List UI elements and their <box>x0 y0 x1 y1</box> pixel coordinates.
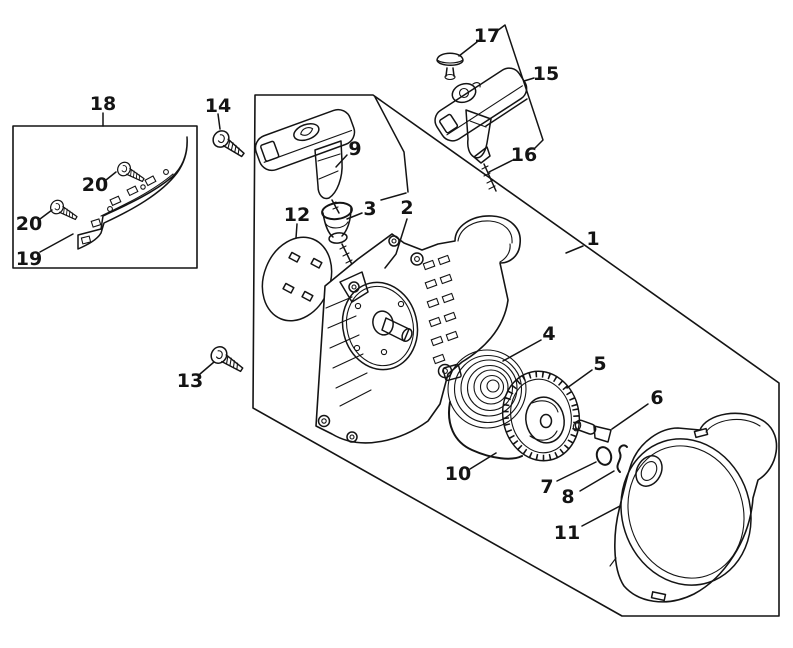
part-2-fan-housing <box>315 215 521 444</box>
callout-18: 18 <box>90 93 116 115</box>
part-7-washer <box>595 446 613 466</box>
leader-2 <box>384 218 408 269</box>
leader-3 <box>346 212 363 220</box>
part-19-curved-bracket <box>77 136 188 250</box>
leader-4 <box>502 339 542 362</box>
leader-10 <box>469 452 497 470</box>
part-5-rope-rotor <box>501 370 581 462</box>
leader-15 <box>485 98 528 127</box>
callout-4: 4 <box>542 323 555 345</box>
leader-14 <box>217 113 221 130</box>
callout-2: 2 <box>400 197 413 219</box>
callout-19: 19 <box>16 248 42 270</box>
callout-14: 14 <box>205 95 231 117</box>
part-17-cap <box>436 52 464 81</box>
leader-7 <box>556 461 597 482</box>
leader-2-bracket <box>374 96 409 193</box>
callout-8: 8 <box>561 486 574 508</box>
leader-1 <box>565 245 584 254</box>
leader-11 <box>581 505 621 527</box>
screw-14 <box>209 126 249 163</box>
callout-15: 15 <box>533 63 559 85</box>
callout-20-lower: 20 <box>16 213 42 235</box>
callout-1: 1 <box>586 228 599 250</box>
part-8-spring-clip <box>616 444 628 473</box>
part-15-handle-assembly <box>434 52 528 192</box>
callout-numbers: 1 2 3 4 5 6 7 8 9 10 11 12 13 14 15 16 1… <box>16 25 664 544</box>
callout-9: 9 <box>348 138 361 160</box>
part-9-starter-handle <box>254 108 356 200</box>
leader-20-upper <box>105 171 117 181</box>
callout-20-upper: 20 <box>82 174 108 196</box>
leader-9 <box>335 154 348 168</box>
leader-3-tick <box>380 192 407 201</box>
leader-15-bracket <box>496 24 544 149</box>
part-3-rope-bushing <box>321 201 353 244</box>
callout-11: 11 <box>554 522 580 544</box>
part-16-rope <box>481 163 497 192</box>
leader-8 <box>579 470 615 492</box>
part-11-cover <box>609 412 778 603</box>
leader-17 <box>458 41 478 57</box>
leader-6 <box>611 403 649 430</box>
callout-13: 13 <box>177 370 203 392</box>
callout-10: 10 <box>445 463 471 485</box>
part-18-inset-box <box>12 125 198 269</box>
screw-13 <box>207 343 248 378</box>
leader-lines <box>39 24 649 527</box>
leader-13 <box>199 361 215 375</box>
part-10-spring-end <box>448 401 523 460</box>
part-4-rewind-spring <box>442 349 527 460</box>
leader-19 <box>39 233 74 253</box>
leader-5 <box>566 369 593 389</box>
callout-5: 5 <box>593 353 606 375</box>
callout-6: 6 <box>650 387 663 409</box>
leader-20-lower <box>39 209 53 220</box>
leader-16 <box>488 159 514 173</box>
callout-3: 3 <box>363 198 376 220</box>
callout-17: 17 <box>474 25 500 47</box>
part-6-pawl <box>572 419 612 443</box>
leader-12 <box>295 223 298 239</box>
callout-16: 16 <box>511 144 537 166</box>
callout-7: 7 <box>540 476 553 498</box>
callout-12: 12 <box>284 204 310 226</box>
leader-15-tick <box>523 77 535 82</box>
